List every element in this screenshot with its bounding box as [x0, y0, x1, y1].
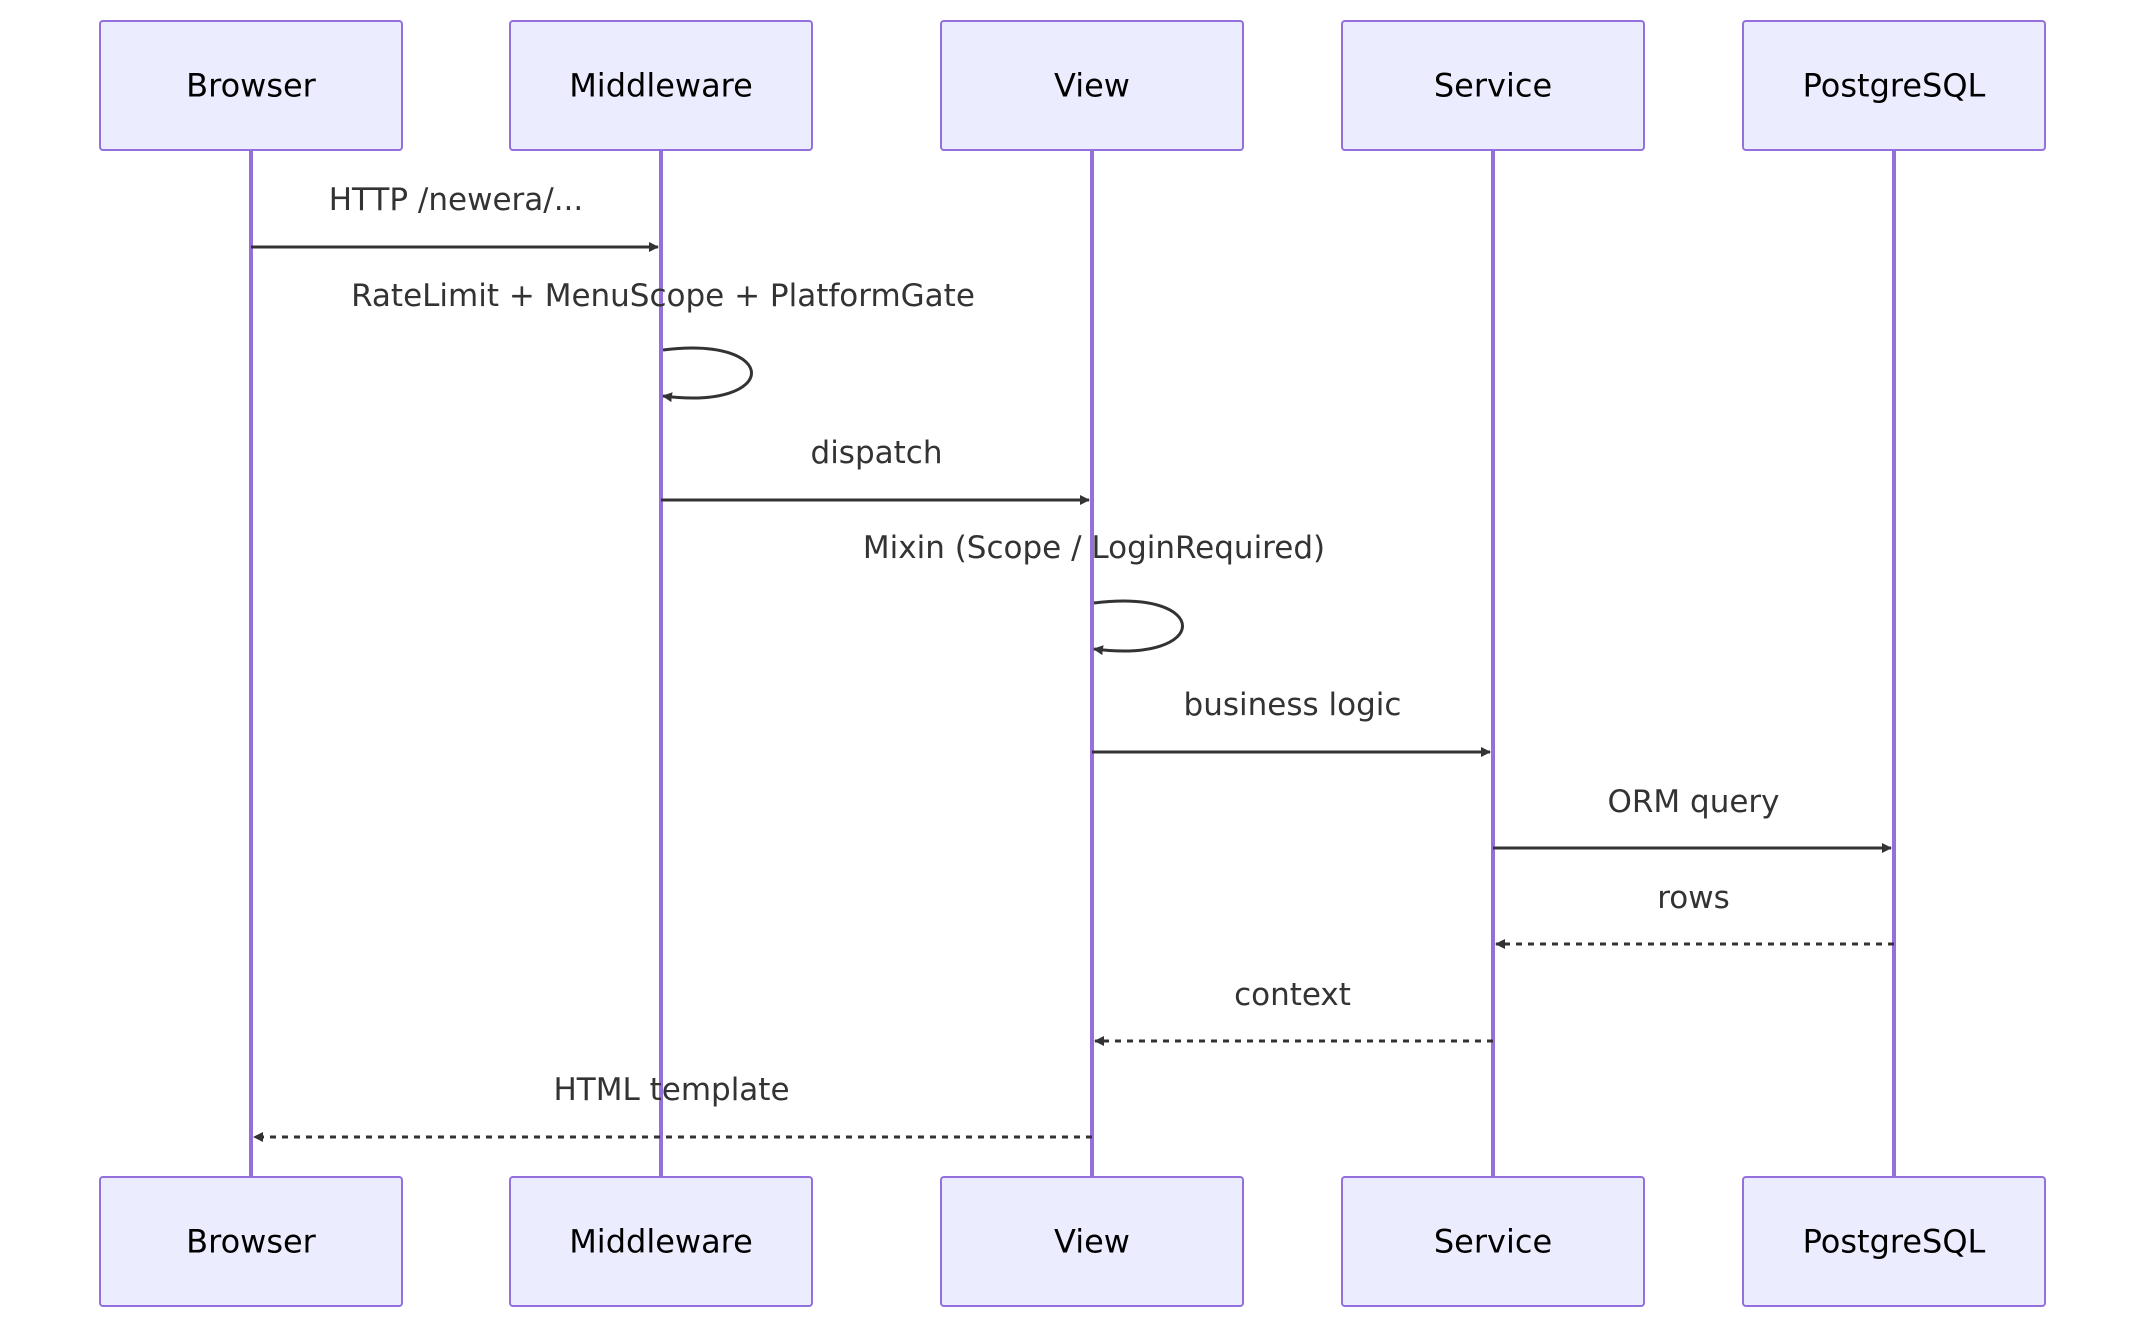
- actor-label: Middleware: [569, 67, 753, 105]
- message-label: ORM query: [1607, 784, 1779, 820]
- actor-label: PostgreSQL: [1803, 1223, 1986, 1261]
- message-3: dispatch: [661, 435, 1090, 505]
- actor-box: [509, 20, 813, 151]
- actor-box: [99, 20, 403, 151]
- message-label: business logic: [1184, 687, 1402, 723]
- self-message-arrow: [1093, 599, 1184, 656]
- actor-box: [509, 1176, 813, 1307]
- message-4: Mixin (Scope / LoginRequired): [863, 530, 1325, 656]
- actor-box: [1341, 20, 1645, 151]
- actor-label: View: [1054, 67, 1130, 105]
- actor-postgresql-bottom: PostgreSQL: [1742, 1176, 2046, 1307]
- actor-label: Service: [1434, 1223, 1552, 1261]
- actor-view-bottom: View: [940, 1176, 1244, 1307]
- message-label: HTTP /newera/...: [329, 182, 584, 218]
- actor-label: Middleware: [569, 1223, 753, 1261]
- message-label: RateLimit + MenuScope + PlatformGate: [351, 278, 975, 314]
- actor-service-bottom: Service: [1341, 1176, 1645, 1307]
- message-label: dispatch: [811, 435, 943, 471]
- message-label: context: [1234, 977, 1351, 1013]
- actor-label: Service: [1434, 67, 1552, 105]
- self-message-arrow: [662, 346, 753, 403]
- message-9: HTML template: [253, 1072, 1092, 1142]
- actor-browser-bottom: Browser: [99, 1176, 403, 1307]
- actor-label: PostgreSQL: [1803, 67, 1986, 105]
- message-label: HTML template: [553, 1072, 789, 1108]
- actor-box: [1742, 1176, 2046, 1307]
- message-7: rows: [1495, 880, 1894, 949]
- message-1: HTTP /newera/...: [251, 182, 659, 252]
- actor-box: [940, 20, 1244, 151]
- message-label: Mixin (Scope / LoginRequired): [863, 530, 1325, 566]
- actor-box: [1742, 20, 2046, 151]
- lifelines: [249, 150, 1896, 1177]
- actors-top: Browser Middleware View Service PostgreSQL: [99, 20, 2046, 151]
- actor-label: View: [1054, 1223, 1130, 1261]
- actor-service-top: Service: [1341, 20, 1645, 151]
- actor-label: Browser: [186, 1223, 317, 1261]
- actor-postgresql-top: PostgreSQL: [1742, 20, 2046, 151]
- actor-label: Browser: [186, 67, 317, 105]
- actor-browser-top: Browser: [99, 20, 403, 151]
- messages: HTTP /newera/... RateLimit + MenuScope + …: [251, 182, 1894, 1142]
- actors-bottom: Browser Middleware View Service PostgreSQL: [99, 1176, 2046, 1307]
- message-6: ORM query: [1493, 784, 1892, 853]
- actor-view-top: View: [940, 20, 1244, 151]
- message-5: business logic: [1092, 687, 1491, 757]
- actor-box: [940, 1176, 1244, 1307]
- message-label: rows: [1657, 880, 1730, 916]
- actor-middleware-top: Middleware: [509, 20, 813, 151]
- actor-box: [99, 1176, 403, 1307]
- actor-middleware-bottom: Middleware: [509, 1176, 813, 1307]
- actor-box: [1341, 1176, 1645, 1307]
- message-2: RateLimit + MenuScope + PlatformGate: [351, 278, 975, 403]
- message-8: context: [1094, 977, 1493, 1046]
